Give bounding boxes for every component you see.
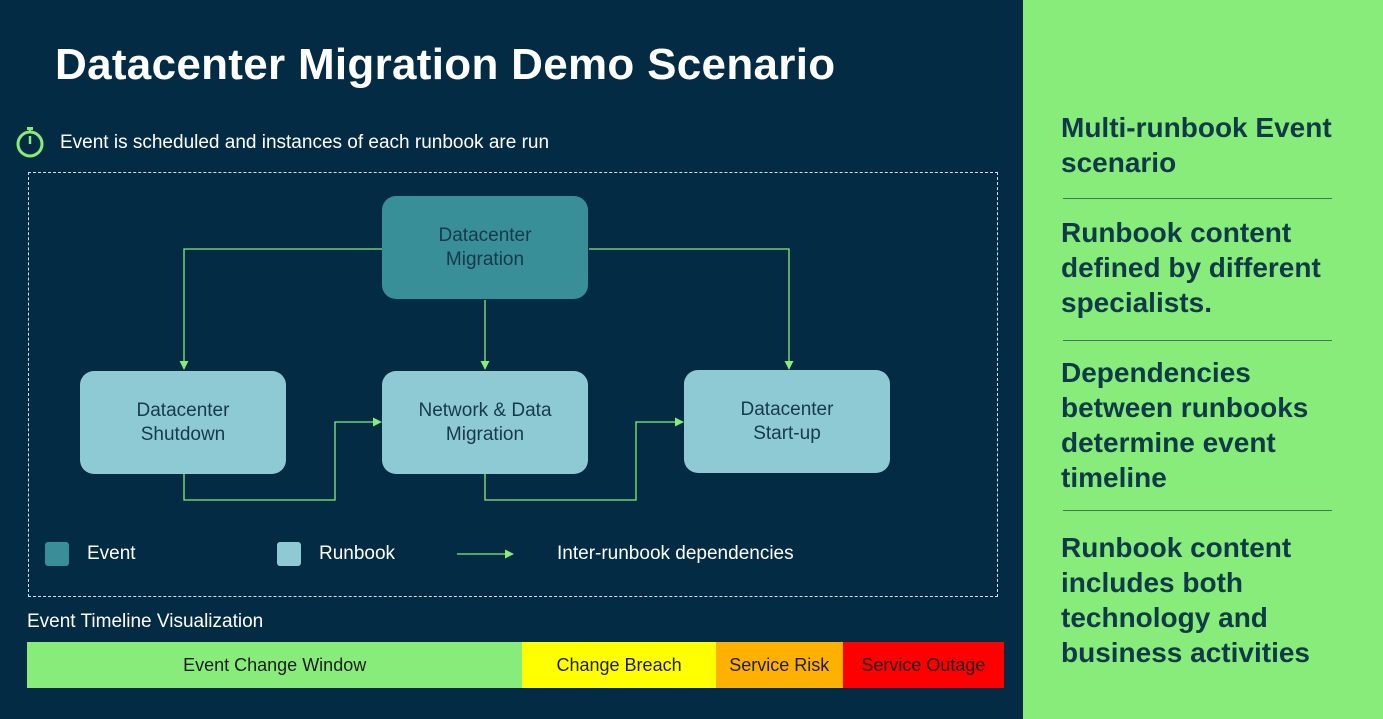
runbook-node-line-2: Shutdown bbox=[140, 423, 226, 445]
runbook-node-line-2: Migration bbox=[445, 423, 525, 445]
key-point-line: Runbook content bbox=[1061, 217, 1292, 248]
key-point-line: Dependencies bbox=[1061, 357, 1251, 388]
key-point-line: scenario bbox=[1061, 147, 1177, 178]
sidebar-divider bbox=[1063, 340, 1332, 341]
runbook-node-line-1: Datacenter bbox=[740, 398, 834, 420]
key-point-line: timeline bbox=[1061, 462, 1167, 493]
diagram-frame bbox=[28, 172, 998, 597]
key-point-line: determine event bbox=[1061, 427, 1276, 458]
timeline-segment-change-breach: Change Breach bbox=[522, 642, 716, 688]
sidebar-divider bbox=[1063, 198, 1332, 199]
timeline-segment-service-risk: Service Risk bbox=[715, 642, 843, 688]
runbook-node-line-2: Start-up bbox=[753, 422, 821, 444]
page-title: Datacenter Migration Demo Scenario bbox=[55, 40, 836, 89]
key-point-line: technology and bbox=[1061, 602, 1268, 633]
key-point-2: Runbook content defined by different spe… bbox=[1061, 215, 1361, 320]
timeline-title: Event Timeline Visualization bbox=[27, 611, 264, 632]
event-node-line-2: Migration bbox=[445, 248, 525, 270]
event-node-line-1: Datacenter bbox=[438, 224, 532, 246]
stopwatch-icon bbox=[16, 127, 44, 158]
key-point-3: Dependencies between runbooks determine … bbox=[1061, 355, 1361, 495]
sidebar-divider bbox=[1063, 510, 1332, 511]
key-point-1: Multi-runbook Event scenario bbox=[1061, 110, 1361, 180]
key-points-sidebar bbox=[1023, 0, 1383, 719]
scenario-caption: Event is scheduled and instances of each… bbox=[60, 132, 550, 153]
key-point-line: Runbook content bbox=[1061, 532, 1292, 563]
key-point-line: includes both bbox=[1061, 567, 1243, 598]
event-node-datacenter-migration: Datacenter Migration bbox=[382, 196, 588, 299]
legend-event-swatch bbox=[45, 542, 69, 566]
runbook-node-startup: Datacenter Start-up bbox=[684, 370, 890, 473]
runbook-node-network-data-migration: Network & Data Migration bbox=[382, 371, 588, 474]
legend-event-label: Event bbox=[87, 543, 136, 564]
key-point-line: specialists. bbox=[1061, 287, 1212, 318]
runbook-node-line-1: Datacenter bbox=[136, 399, 230, 421]
timeline-segment-change-window: Event Change Window bbox=[27, 642, 523, 688]
timeline-segment-service-outage: Service Outage bbox=[842, 642, 1004, 688]
main-panel: Datacenter Migration Demo Scenario Event… bbox=[16, 40, 1004, 688]
key-point-line: defined by different bbox=[1061, 252, 1321, 283]
key-point-4: Runbook content includes both technology… bbox=[1061, 530, 1361, 670]
legend-runbook-label: Runbook bbox=[319, 543, 396, 564]
legend-dependencies-label: Inter-runbook dependencies bbox=[557, 543, 794, 564]
timeline-bar: Event Change Window Change Breach Servic… bbox=[27, 642, 1004, 688]
key-point-line: between runbooks bbox=[1061, 392, 1309, 423]
runbook-node-shutdown: Datacenter Shutdown bbox=[80, 371, 286, 474]
key-point-line: business activities bbox=[1061, 637, 1311, 668]
runbook-node-line-1: Network & Data bbox=[418, 399, 552, 421]
key-point-line: Multi-runbook Event bbox=[1061, 112, 1332, 143]
legend-runbook-swatch bbox=[277, 542, 301, 566]
